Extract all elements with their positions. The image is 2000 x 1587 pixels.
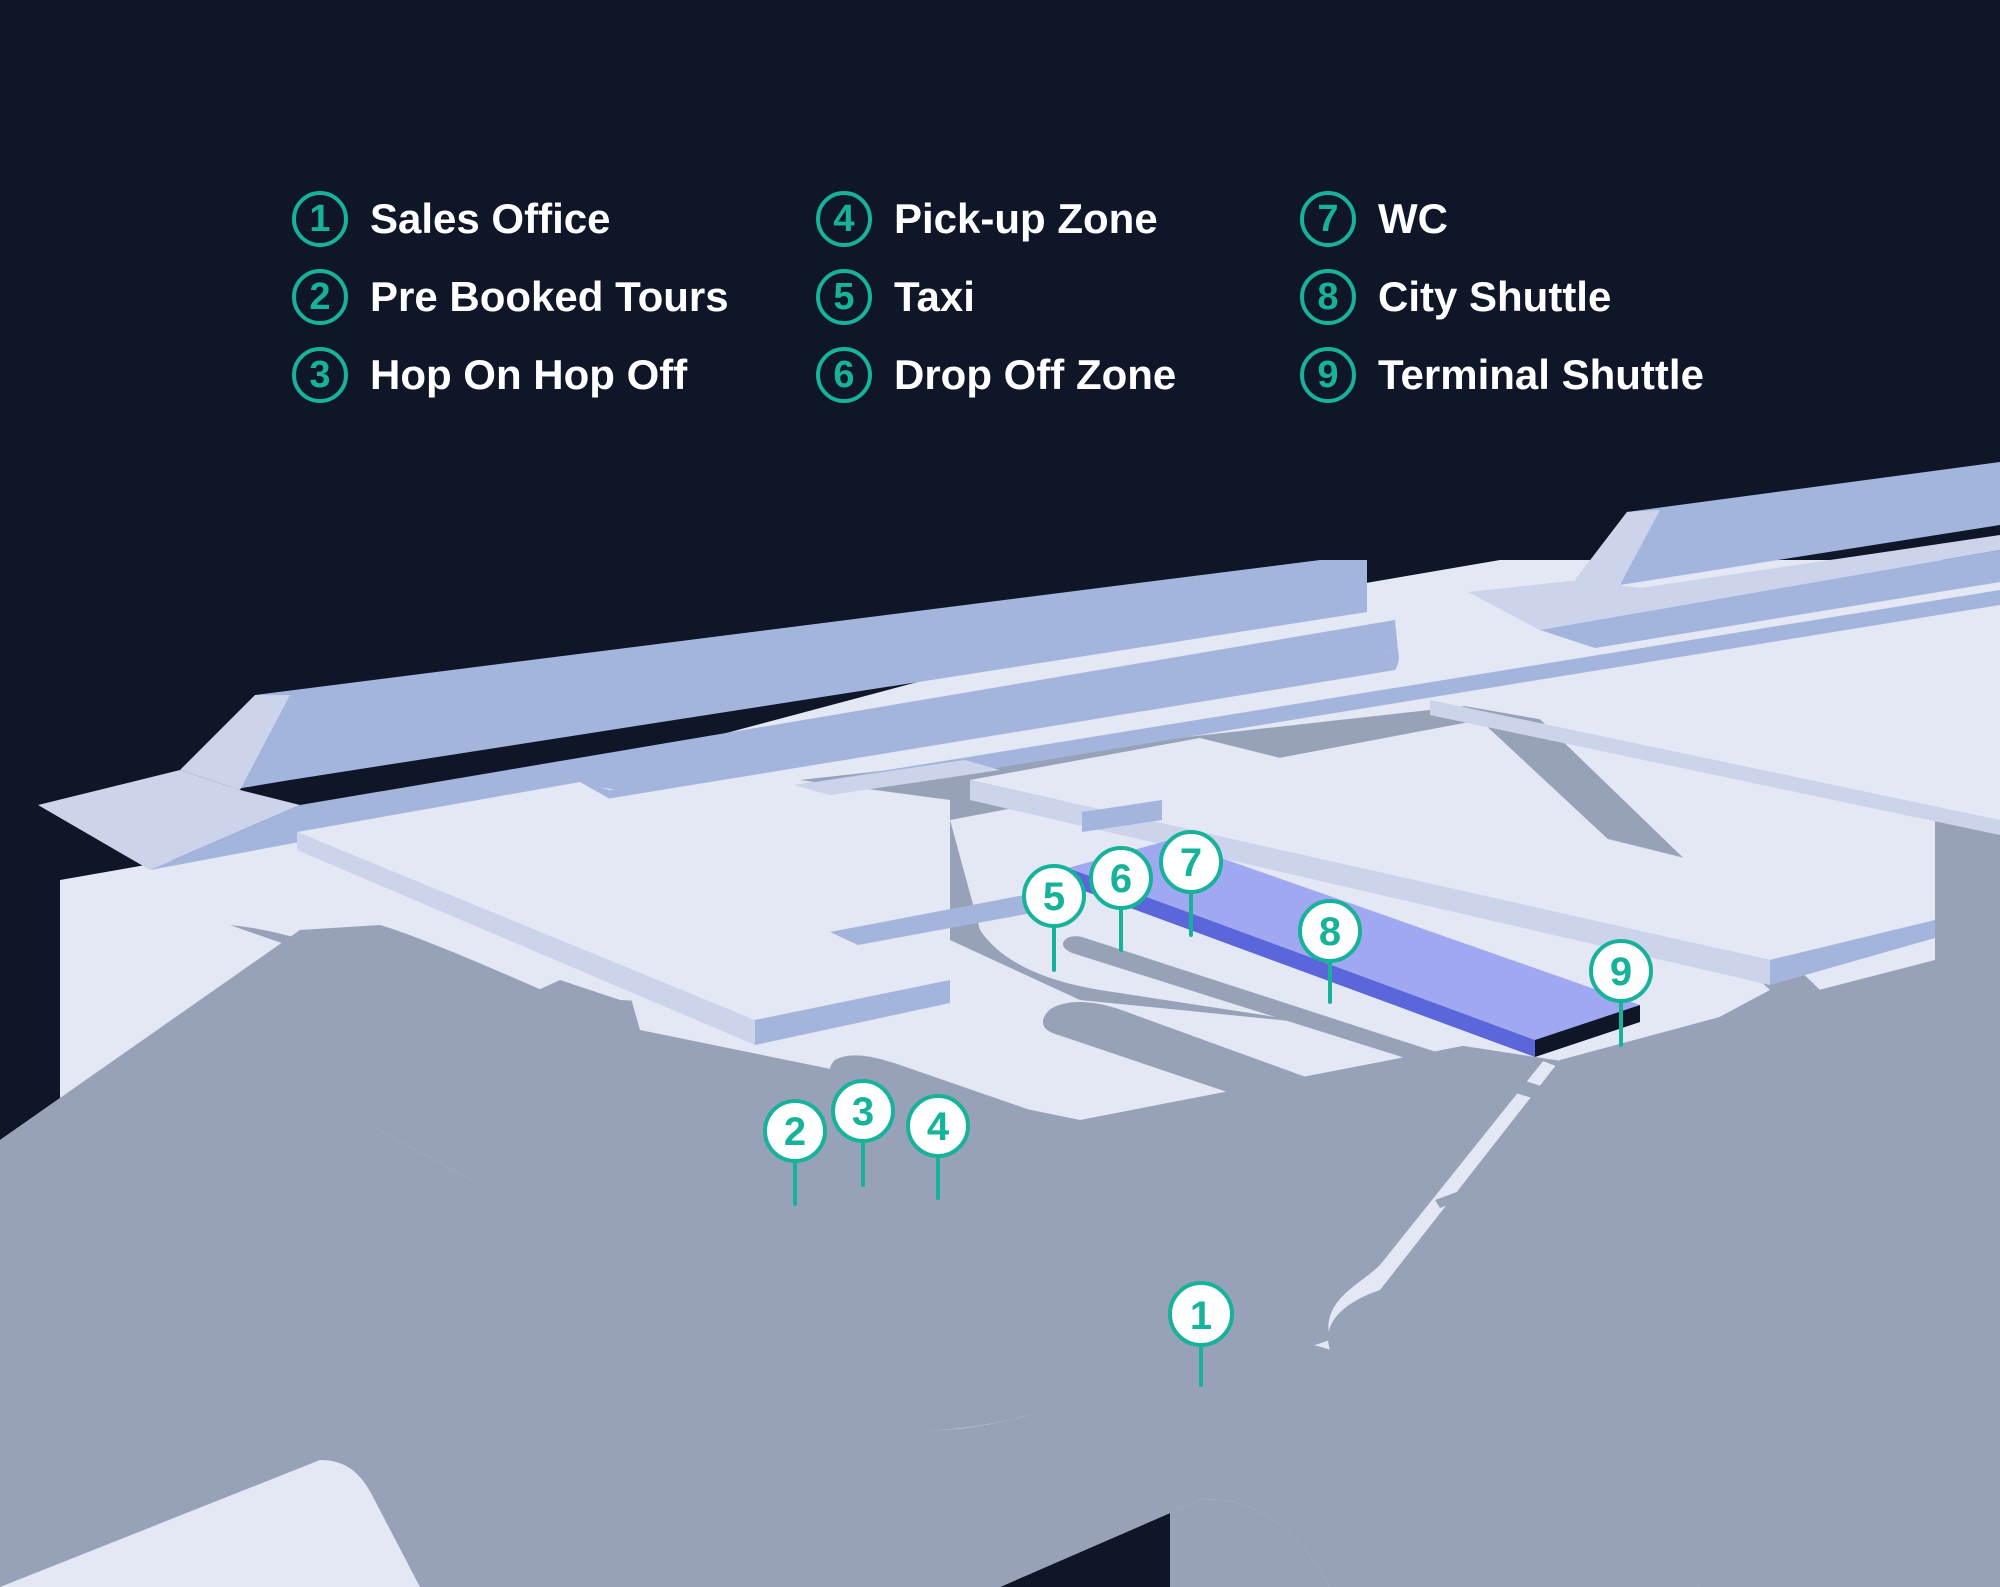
legend-label: WC	[1378, 195, 1448, 242]
legend-item-taxi[interactable]: 5 Taxi	[816, 264, 975, 330]
right-roadway	[1378, 945, 2000, 1587]
map-pin-2-number: 2	[784, 1110, 806, 1154]
legend-label: Sales Office	[370, 195, 611, 242]
central-building-front	[755, 980, 950, 1045]
legend-item-pick-up-zone[interactable]: 4 Pick-up Zone	[816, 186, 1158, 252]
map-pin-8[interactable]: 8	[1298, 899, 1362, 963]
map-pins: 1 2 3 4 5 6 7	[763, 830, 1653, 1347]
terminal-right-roof-top	[1575, 462, 2000, 585]
bottom-roadway	[0, 1115, 1700, 1587]
map-pin-4-number: 4	[927, 1105, 950, 1149]
legend-item-hop-on-hop-off[interactable]: 3 Hop On Hop Off	[292, 342, 687, 408]
map-pin-8-number: 8	[1319, 910, 1341, 954]
terminal-right-canopy-top	[1540, 550, 2000, 648]
legend-label: Pick-up Zone	[894, 195, 1158, 242]
shuttle-island-side	[970, 780, 1770, 985]
walkway-roof	[795, 590, 2000, 795]
legend-item-wc[interactable]: 7 WC	[1300, 186, 1448, 252]
legend-number-badge: 8	[1300, 269, 1356, 325]
legend-number-badge: 5	[816, 269, 872, 325]
right-slab-edge	[1430, 700, 2000, 835]
legend-number-badge: 3	[292, 347, 348, 403]
legend-label: Taxi	[894, 273, 975, 320]
map-pin-5[interactable]: 5	[1022, 864, 1086, 928]
legend-number-badge: 1	[292, 191, 348, 247]
map-pin-9[interactable]: 9	[1589, 939, 1653, 1003]
legend-number-badge: 9	[1300, 347, 1356, 403]
map-pin-1[interactable]: 1	[1168, 1281, 1234, 1347]
road-marking-right	[1435, 1070, 1795, 1208]
legend-label: City Shuttle	[1378, 273, 1612, 320]
legend-label: Hop On Hop Off	[370, 351, 688, 398]
terminal-left-roof-top	[230, 560, 1367, 790]
map-pin-6[interactable]: 6	[1089, 846, 1153, 910]
map-pin-1-number: 1	[1190, 1294, 1212, 1338]
central-building-top	[297, 782, 950, 1020]
legend-label: Terminal Shuttle	[1378, 351, 1704, 398]
legend-item-sales-office[interactable]: 1 Sales Office	[292, 186, 610, 252]
map-pin-9-number: 9	[1610, 950, 1632, 994]
map-pin-7-number: 7	[1180, 841, 1202, 885]
shelter-end	[1535, 1005, 1640, 1057]
island-arm	[830, 892, 1048, 945]
right-slab-top	[1430, 620, 2000, 800]
central-building-side	[297, 832, 755, 1045]
map-pin-7[interactable]: 7	[1159, 830, 1223, 894]
walkway-side	[795, 760, 1000, 795]
legend-item-drop-off-zone[interactable]: 6 Drop Off Zone	[816, 342, 1176, 408]
legend-item-pre-booked-tours[interactable]: 2 Pre Booked Tours	[292, 264, 729, 330]
shuttle-island-front	[1770, 920, 1935, 985]
legend-item-city-shuttle[interactable]: 8 City Shuttle	[1300, 264, 1611, 330]
map-pin-2[interactable]: 2	[763, 1099, 827, 1163]
shuttle-island-notch	[1082, 800, 1162, 832]
island-bay-3	[668, 1168, 1021, 1344]
map-pin-3-number: 3	[852, 1090, 874, 1134]
map-pin-6-number: 6	[1110, 857, 1132, 901]
island-bay-2	[728, 1151, 1085, 1322]
pin-stems	[793, 888, 1623, 1387]
island-shuttle-lane	[1062, 936, 1585, 1111]
legend-item-terminal-shuttle[interactable]: 9 Terminal Shuttle	[1300, 342, 1704, 408]
map-pin-3[interactable]: 3	[831, 1079, 895, 1143]
map-pin-4[interactable]: 4	[906, 1094, 970, 1158]
map-legend: 1 Sales Office 2 Pre Booked Tours 3 Hop …	[292, 186, 1742, 416]
terminal-right-canopy	[1468, 535, 2000, 630]
legend-label: Drop Off Zone	[894, 351, 1177, 398]
terminal-left-roof-side	[180, 695, 290, 790]
terminal-left-canopy	[38, 770, 300, 870]
legend-label: Pre Booked Tours	[370, 273, 729, 320]
legend-number-badge: 4	[816, 191, 872, 247]
legend-number-badge: 7	[1300, 191, 1356, 247]
terminal-right-roof-side	[1575, 510, 1660, 585]
legend-number-badge: 6	[816, 347, 872, 403]
map-pin-5-number: 5	[1043, 875, 1065, 919]
shuttle-island-top	[970, 738, 1935, 960]
legend-number-badge: 2	[292, 269, 348, 325]
shelter-front	[1068, 868, 1535, 1057]
island-long-upper	[1042, 1002, 1468, 1164]
